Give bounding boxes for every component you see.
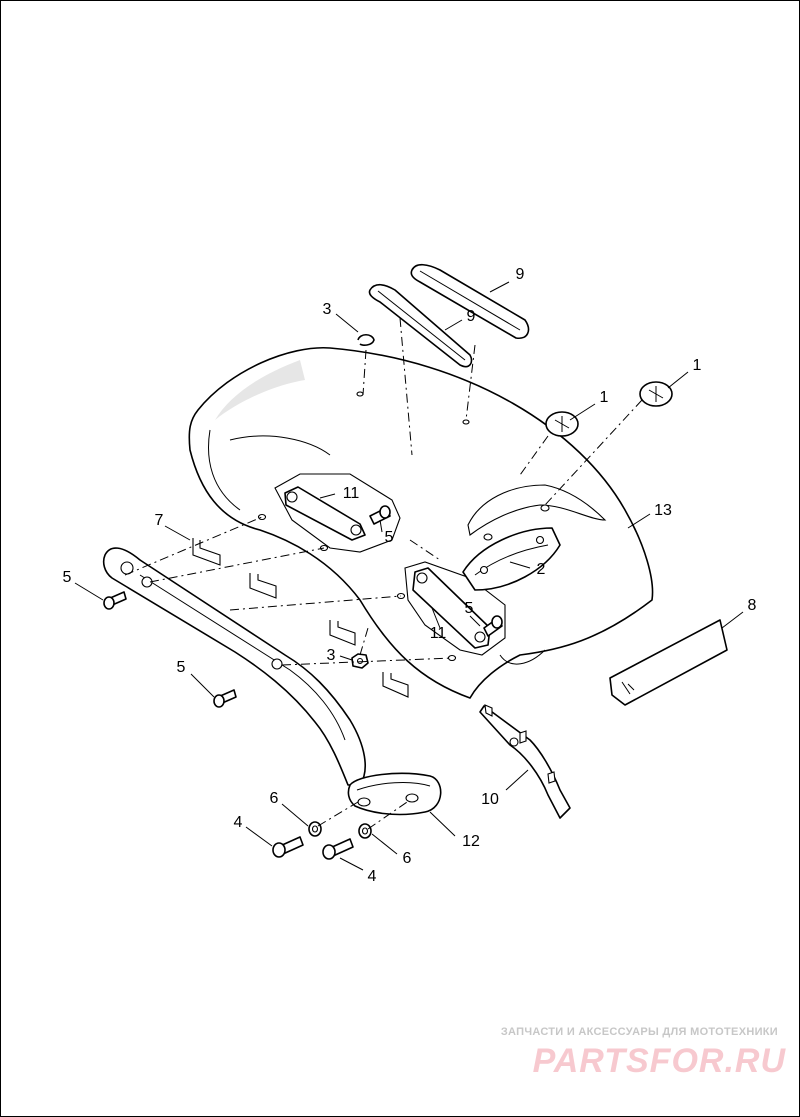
j-clip-2 <box>249 573 277 599</box>
callout-3a: 3 <box>323 301 332 318</box>
watermark-logo: PARTSFOR.RU <box>532 1042 786 1080</box>
j-clip-1 <box>192 538 221 566</box>
screw-strut-1 <box>103 591 127 610</box>
callout-9a: 9 <box>516 266 525 283</box>
callout-5b: 5 <box>177 659 186 676</box>
screw-bracket-right <box>483 615 503 637</box>
callout-11a: 11 <box>343 485 360 502</box>
callout-6b: 6 <box>403 850 412 867</box>
j-clip-4 <box>382 672 409 698</box>
callouts: 1 1 2 3 3 4 4 5 5 5 5 6 6 7 8 9 9 10 11 … <box>63 266 757 885</box>
alignment-lines <box>124 317 643 830</box>
callout-6a: 6 <box>270 790 279 807</box>
washer-1 <box>308 821 322 837</box>
fender-bracket-right <box>404 561 506 656</box>
callout-11b: 11 <box>430 625 447 642</box>
callout-4b: 4 <box>368 868 377 885</box>
callout-9b: 9 <box>467 308 476 325</box>
screw-lower-1 <box>272 836 304 858</box>
callout-1a: 1 <box>600 389 609 406</box>
mount-plate <box>462 527 561 591</box>
reflector-strip <box>609 619 728 706</box>
callout-7: 7 <box>155 512 164 529</box>
screw-strut-2 <box>213 689 237 708</box>
license-bracket <box>479 704 571 819</box>
callout-5c: 5 <box>385 529 394 546</box>
j-clip-3 <box>329 620 356 646</box>
callout-5d: 5 <box>465 600 474 617</box>
plug-2 <box>639 381 673 407</box>
fender-bracket-left <box>274 473 401 553</box>
callout-12: 12 <box>462 833 480 850</box>
callout-4a: 4 <box>234 814 243 831</box>
fender-support <box>102 547 442 816</box>
screw-lower-2 <box>322 838 354 860</box>
washer-2 <box>358 823 372 839</box>
callout-8: 8 <box>748 597 757 614</box>
callout-5a: 5 <box>63 569 72 586</box>
clip-nut-top <box>357 333 375 346</box>
leader-lines <box>74 281 744 871</box>
watermark-caption: ЗАПЧАСТИ И АКСЕССУАРЫ ДЛЯ МОТОТЕХНИКИ <box>500 1026 778 1038</box>
plug-1 <box>545 411 579 437</box>
screw-bracket-left <box>369 505 391 525</box>
trim-strip-outer <box>368 283 473 368</box>
callout-10: 10 <box>481 791 499 808</box>
callout-13: 13 <box>654 502 672 519</box>
nut-bottom <box>351 653 369 669</box>
callout-1b: 1 <box>693 357 702 374</box>
trim-strip-inner <box>410 263 530 340</box>
callout-2: 2 <box>537 561 546 578</box>
rear-fender <box>188 346 654 699</box>
callout-3b: 3 <box>327 647 336 664</box>
